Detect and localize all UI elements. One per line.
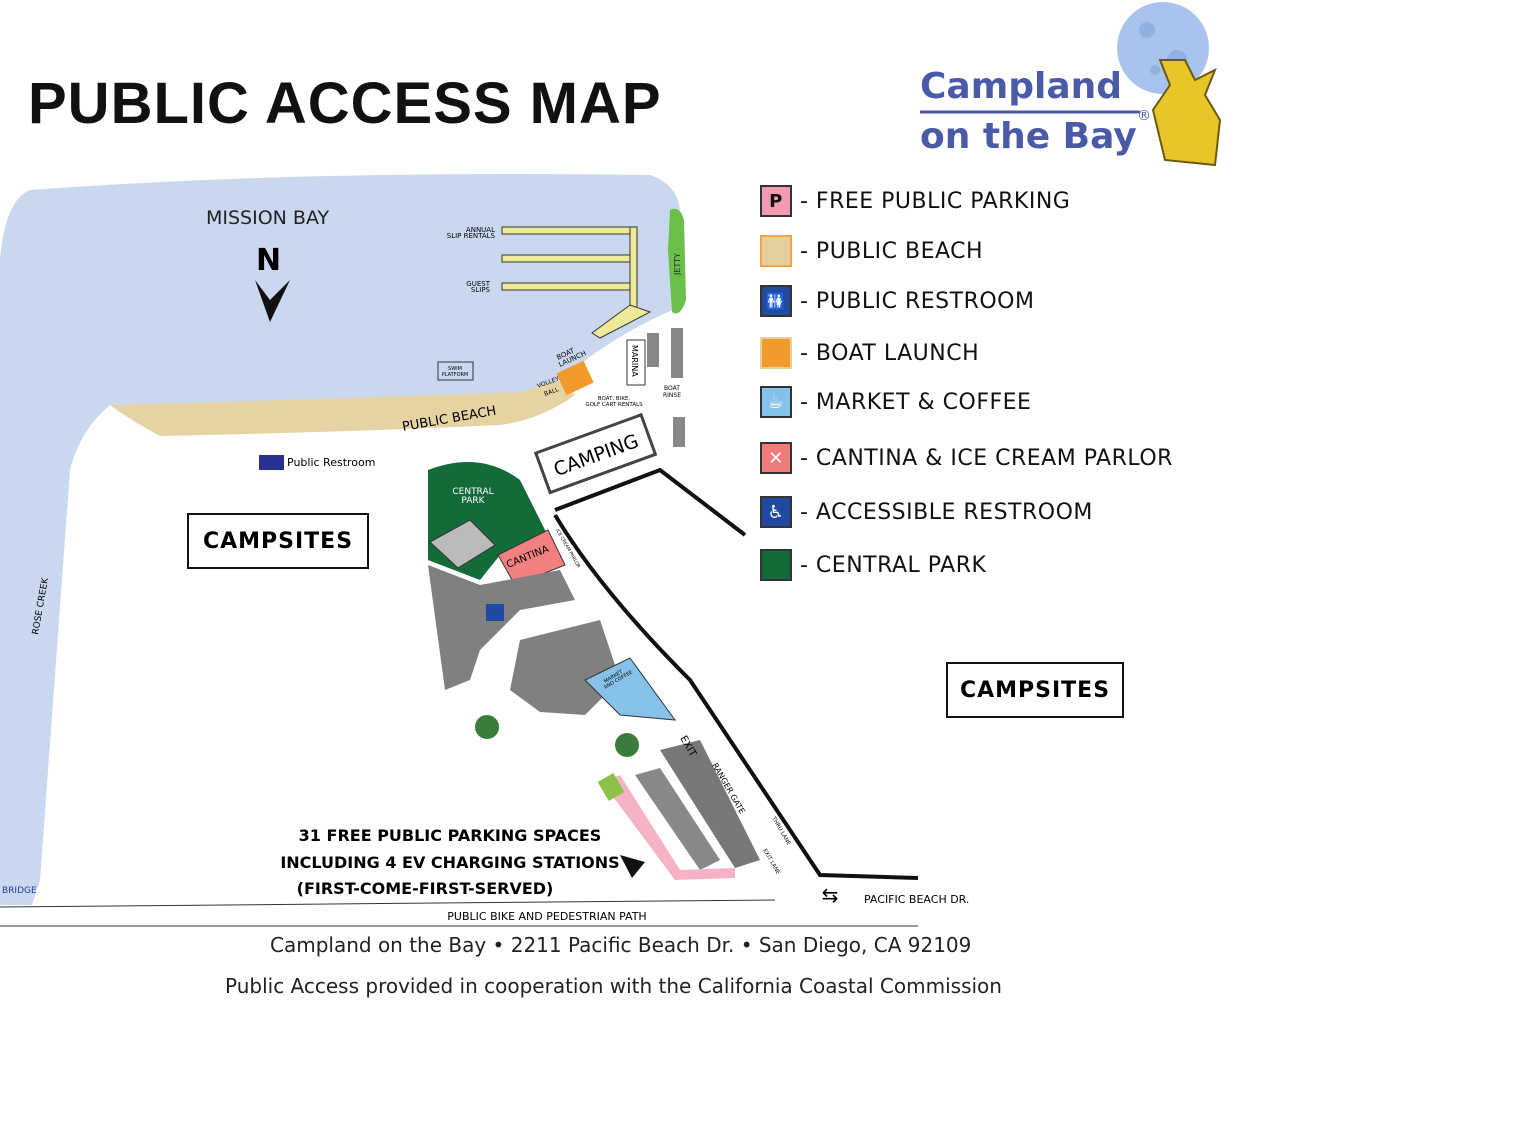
public-restroom-label: Public Restroom	[287, 456, 375, 469]
footer-note: Public Access provided in cooperation wi…	[225, 974, 1002, 998]
rentals-label: BOAT, BIKE,	[598, 396, 631, 402]
cantina	[497, 529, 566, 586]
boat-rinse-label-2: RINSE	[663, 392, 681, 399]
legend-item-park: - CENTRAL PARK	[760, 549, 986, 581]
guest-slips-label: GUEST	[466, 280, 490, 288]
boat-rinse-label: BOAT	[664, 385, 680, 392]
legend-label: - MARKET & COFFEE	[800, 389, 1032, 415]
fork-knife-icon: ✕	[760, 442, 792, 474]
legend-label: - PUBLIC BEACH	[800, 238, 984, 264]
page-title: PUBLIC ACCESS MAP	[28, 71, 662, 136]
campland-logo: Campland on the Bay ®	[920, 2, 1222, 167]
exit-lane-label: EXIT LANE	[761, 848, 781, 876]
legend-item-market: ☕ - MARKET & COFFEE	[760, 386, 1031, 418]
campsites-left-sign: CAMPSITES	[187, 513, 369, 569]
road-edge	[553, 513, 919, 880]
legend-item-accessible: ♿ - ACCESSIBLE RESTROOM	[760, 496, 1093, 528]
bridge-label: BRIDGE	[2, 886, 37, 896]
legend-item-beach: - PUBLIC BEACH	[760, 235, 983, 267]
north-arrow-icon	[255, 280, 290, 322]
guest-slips-label-2: SLIPS	[471, 286, 491, 294]
legend-item-parking: P - FREE PUBLIC PARKING	[760, 185, 1070, 217]
parking-arrow-icon	[620, 855, 645, 878]
legend-label: - CANTINA & ICE CREAM PARLOR	[800, 445, 1173, 471]
parking-note-line-2: INCLUDING 4 EV CHARGING STATIONS	[280, 853, 619, 872]
wheelchair-icon: ♿	[760, 496, 792, 528]
legend-item-cantina: ✕ - CANTINA & ICE CREAM PARLOR	[760, 442, 1173, 474]
parking-icon: P	[760, 185, 792, 217]
volleyball-label-2: BALL	[543, 386, 560, 398]
central-park-label-2: PARK	[461, 496, 485, 506]
footer-address: Campland on the Bay • 2211 Pacific Beach…	[270, 933, 972, 957]
two-way-arrow-icon: ⇆	[822, 883, 839, 907]
legend-label: - ACCESSIBLE RESTROOM	[800, 499, 1093, 525]
annual-slips-label: ANNUAL	[466, 226, 495, 234]
campsites-right-sign: CAMPSITES	[946, 662, 1124, 718]
marina-label: MARINA	[630, 345, 639, 377]
central-park-label: CENTRAL	[452, 487, 493, 497]
parking-note-line-1: 31 FREE PUBLIC PARKING SPACES	[299, 826, 602, 845]
mission-bay-water	[0, 174, 685, 905]
swim-platform-label-2: PLATFORM	[442, 372, 469, 378]
park-icon	[760, 549, 792, 581]
legend-item-boat-launch: - BOAT LAUNCH	[760, 337, 979, 369]
swim-platform-label: SWIM	[448, 366, 462, 372]
mission-bay-label: MISSION BAY	[206, 207, 329, 229]
coyote-icon	[1151, 59, 1222, 167]
legend-label: - PUBLIC RESTROOM	[800, 288, 1035, 314]
public-beach-area	[110, 380, 575, 436]
jetty	[668, 208, 686, 314]
parking-note-line-3: (FIRST-COME-FIRST-SERVED)	[297, 879, 554, 898]
legend-item-restroom: 🚻 - PUBLIC RESTROOM	[760, 285, 1034, 317]
legend-label: - CENTRAL PARK	[800, 552, 987, 578]
boat-launch-area	[556, 360, 594, 396]
legend-label: - FREE PUBLIC PARKING	[800, 188, 1071, 214]
bike-path-label: PUBLIC BIKE AND PEDESTRIAN PATH	[447, 910, 646, 923]
camping-sign: CAMPING	[533, 412, 658, 495]
legend-label: - BOAT LAUNCH	[800, 340, 980, 366]
north-label: N	[256, 243, 281, 278]
marina-docks	[501, 226, 652, 339]
restroom-icon: 🚻	[760, 285, 792, 317]
registered-mark: ®	[1137, 108, 1151, 124]
logo-line-1: Campland	[920, 66, 1122, 107]
logo-line-2: on the Bay	[920, 116, 1137, 157]
coffee-icon: ☕	[760, 386, 792, 418]
parking-spaces	[602, 775, 735, 880]
rentals-label-2: GOLF CART RENTALS	[585, 402, 643, 408]
public-restroom-marker	[259, 455, 284, 470]
boat-launch-icon	[760, 337, 792, 369]
accessible-restroom-marker	[486, 604, 504, 621]
beach-icon	[760, 235, 792, 267]
annual-slips-label-2: SLIP RENTALS	[447, 232, 496, 240]
market-and-coffee	[584, 657, 677, 721]
pacific-beach-dr-label: PACIFIC BEACH DR.	[864, 893, 969, 906]
jetty-label: JETTY	[673, 253, 682, 276]
ev-charging-spaces	[597, 772, 625, 802]
